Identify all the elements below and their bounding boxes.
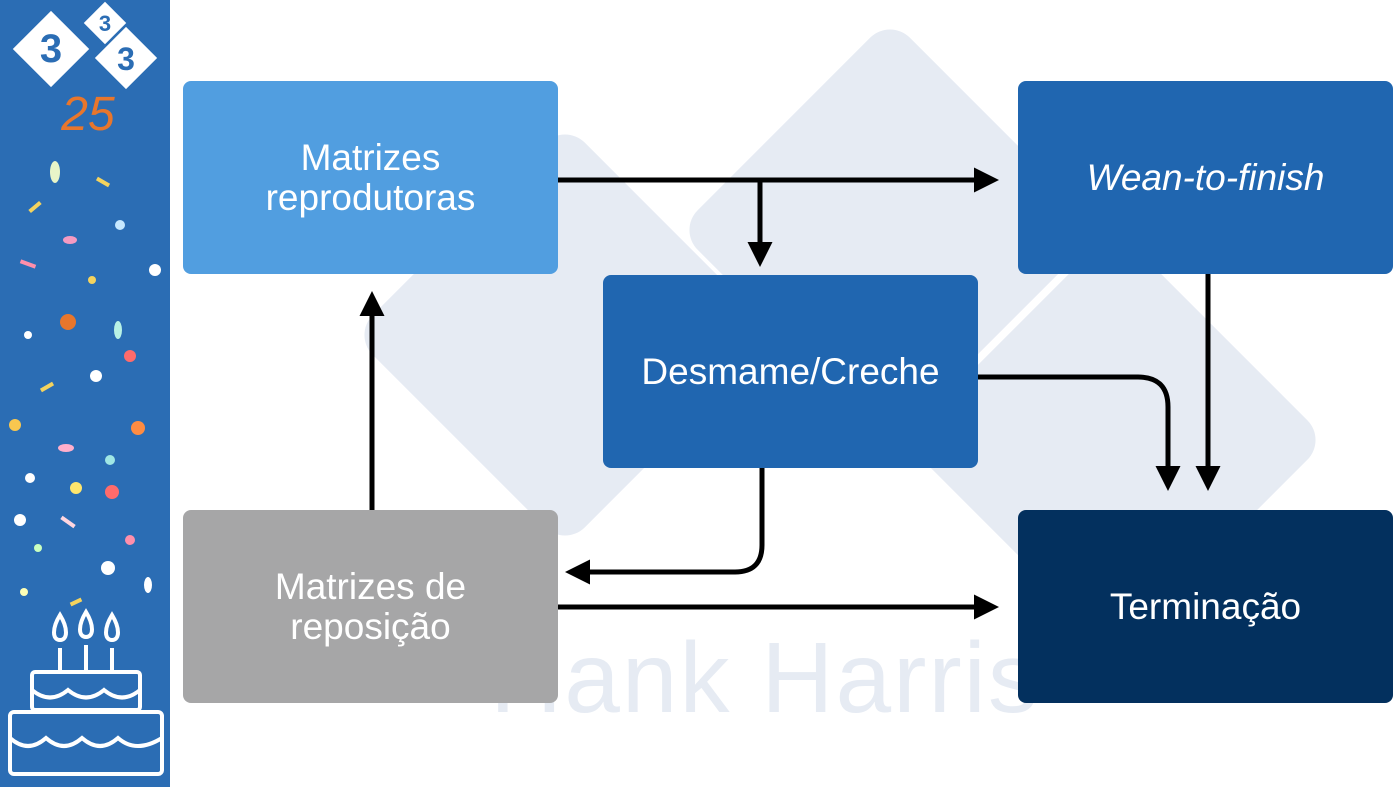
node-matrizes-line1: Matrizes (300, 136, 441, 178)
watermark-text: Hank Harris (490, 622, 1040, 734)
node-wean-to-finish: Wean-to-finish (1018, 81, 1393, 274)
node-wean-label: Wean-to-finish (1086, 156, 1325, 198)
node-desmame-creche: Desmame/Creche (603, 275, 978, 468)
cake-icon (8, 608, 164, 776)
node-matrizes-de-reposicao: Matrizes de reposição (183, 510, 558, 703)
confetti-decoration (9, 161, 161, 607)
node-terminacao-label: Terminação (1109, 585, 1302, 627)
node-desmame-label: Desmame/Creche (641, 350, 940, 392)
arrow-desmame-to-terminacao (978, 374, 1181, 491)
node-reposicao-line1: Matrizes de (274, 565, 467, 607)
logo-digit-3: 3 (117, 41, 135, 77)
node-matrizes-reprodutoras: Matrizes reprodutoras (183, 81, 558, 274)
logo-digit-2: 3 (99, 11, 111, 36)
node-terminacao: Terminação (1018, 510, 1393, 703)
node-matrizes-line2: reprodutoras (265, 176, 476, 218)
sidebar-banner: 3 3 3 25 (0, 0, 170, 787)
node-reposicao-line2: reposição (290, 605, 451, 647)
logo-anniversary: 25 (60, 88, 115, 141)
logo-digit-1: 3 (40, 27, 62, 71)
arrow-desmame-to-reposicao (565, 468, 765, 585)
